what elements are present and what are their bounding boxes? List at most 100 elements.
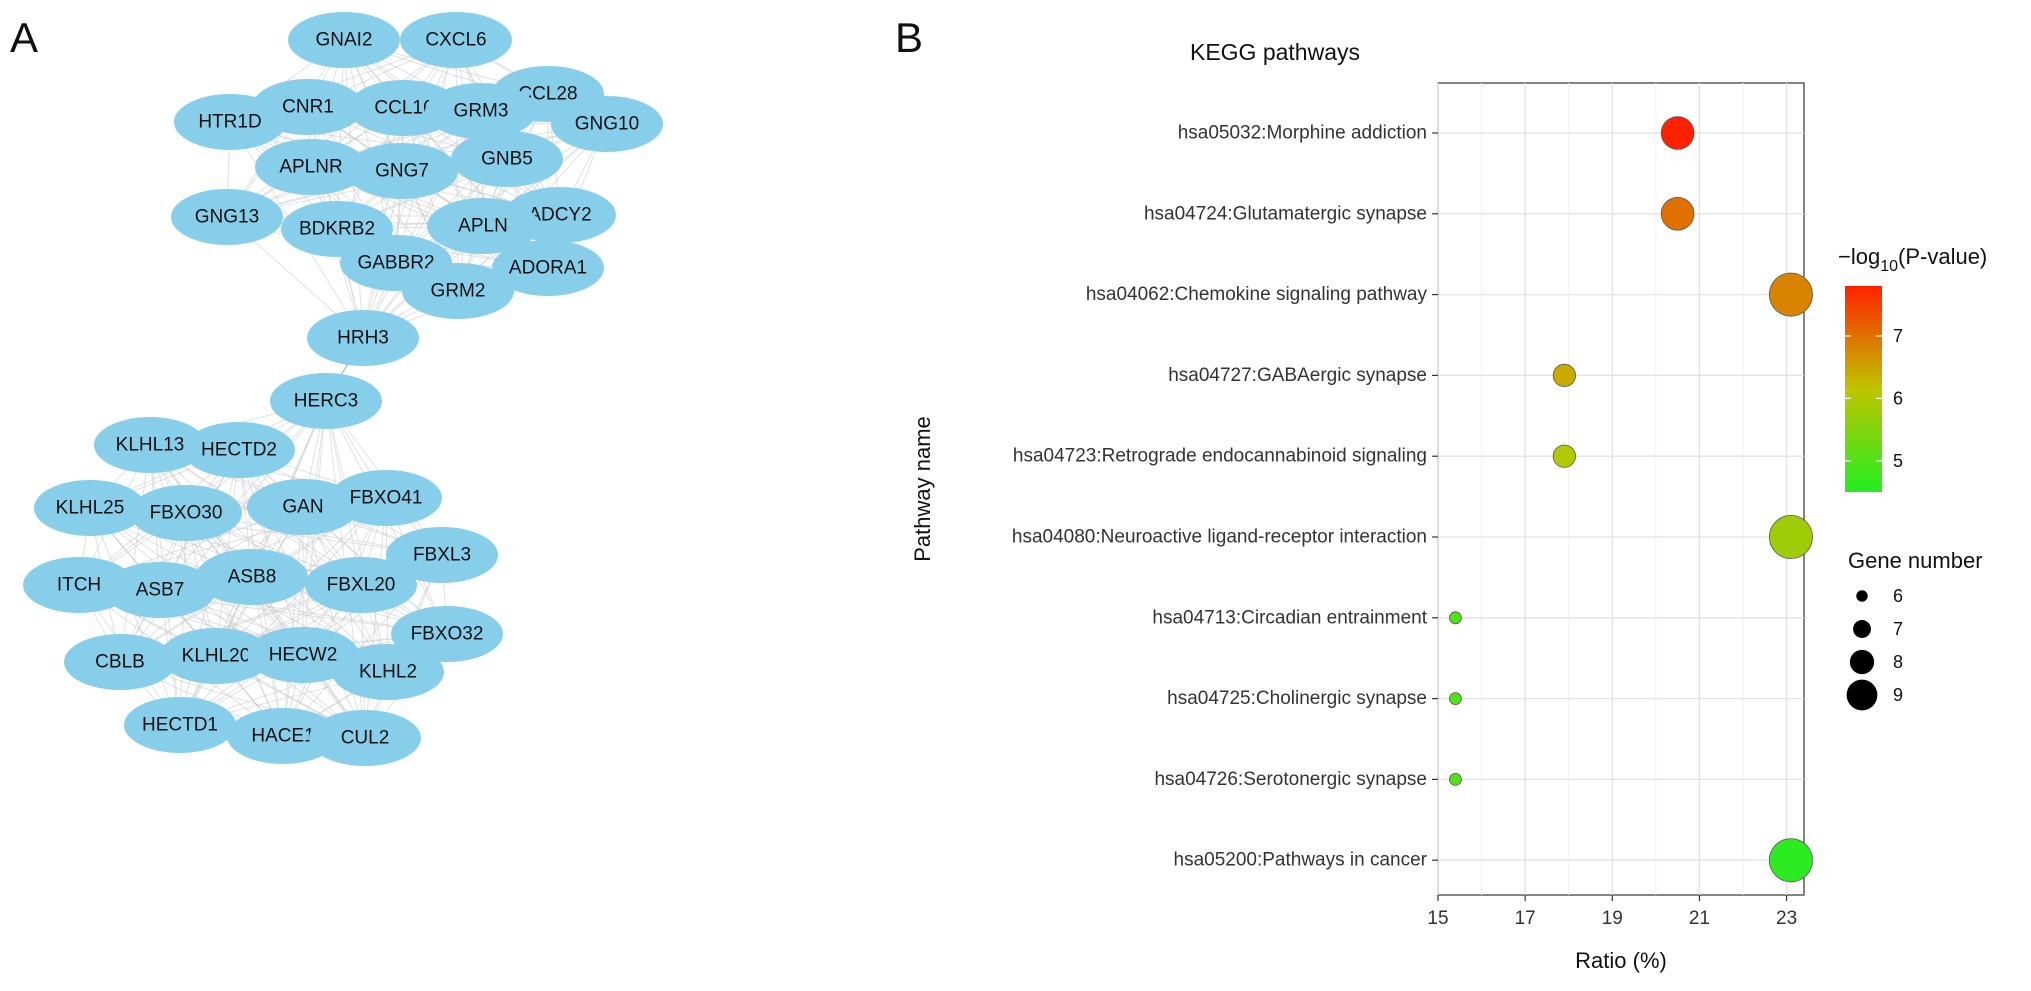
network-node: KLHL2: [332, 644, 444, 700]
node-ellipse: [270, 373, 382, 429]
network-node: HECTD1: [124, 697, 236, 753]
data-point: [1449, 611, 1462, 625]
node-label: ADORA1: [509, 258, 587, 279]
network-edge: [89, 507, 181, 726]
network-node: KLHL20: [160, 628, 272, 684]
data-point: [1768, 838, 1813, 883]
color-bar-label: 5: [1893, 451, 1903, 471]
size-legend-label: 7: [1893, 619, 1903, 639]
network-node: FBXO41: [330, 470, 442, 526]
node-ellipse: [330, 470, 442, 526]
network-node: HRH3: [307, 310, 419, 366]
network-edge: [179, 506, 304, 726]
network-node: HECTD2: [183, 422, 295, 478]
network-node: KLHL25: [34, 480, 146, 536]
network-node: GNG10: [551, 96, 663, 152]
size-legend-title: Gene number: [1848, 548, 1983, 573]
node-label: HTR1D: [198, 112, 261, 133]
node-label: GRM3: [454, 101, 509, 122]
pathway-label: hsa04726:Serotonergic synapse: [1154, 769, 1427, 790]
network-node: FBXL20: [305, 557, 417, 613]
data-point: [1449, 692, 1462, 705]
gridlines: [1437, 83, 1804, 895]
color-legend: −log10(P-value) 5 6 7: [1838, 244, 1987, 492]
size-legend-dot: [1856, 590, 1868, 602]
x-tick-label: 15: [1427, 908, 1448, 929]
node-label: FBXO41: [350, 488, 423, 509]
network-node: GNB5: [451, 131, 563, 187]
data-point: [1660, 197, 1695, 231]
panel-b-letter: B: [895, 14, 923, 61]
color-bar-label: 6: [1893, 388, 1903, 408]
size-legend-dot: [1853, 620, 1871, 638]
node-label: GNG7: [375, 161, 429, 182]
node-ellipse: [94, 417, 206, 473]
node-label: GRM2: [431, 281, 486, 302]
node-label: CCL28: [518, 84, 577, 105]
network-edge: [325, 400, 389, 673]
size-legend-dot: [1849, 649, 1875, 675]
x-tick-label: 23: [1776, 908, 1797, 929]
node-ellipse: [124, 697, 236, 753]
color-bar: [1845, 286, 1882, 492]
node-label: GNAI2: [315, 30, 372, 51]
network-node: FBXO30: [130, 485, 242, 541]
size-legend-label: 9: [1893, 685, 1903, 705]
bubble-plot: hsa05032:Morphine addiction hsa04724:Glut…: [1012, 82, 1813, 929]
pathway-label: hsa04725:Cholinergic synapse: [1167, 688, 1427, 709]
color-bar-ticks: 5 6 7: [1845, 326, 1903, 471]
network-node: ADORA1: [492, 240, 604, 296]
color-legend-title: −log10(P-value): [1838, 244, 1987, 275]
node-label: KLHL2: [359, 662, 417, 683]
node-ellipse: [160, 628, 272, 684]
network-node: GRM3: [425, 83, 537, 139]
data-point: [1768, 272, 1813, 317]
node-label: FBXO30: [150, 503, 223, 524]
network-node: HECW2: [247, 627, 359, 683]
pathway-labels: hsa05032:Morphine addiction hsa04724:Glut…: [1012, 123, 1438, 871]
node-ellipse: [451, 131, 563, 187]
node-ellipse: [288, 12, 400, 68]
node-label: FBXO32: [411, 624, 484, 645]
color-bar-label: 7: [1893, 326, 1903, 346]
size-legend-dot: [1846, 679, 1878, 711]
x-tick-label: 17: [1515, 908, 1536, 929]
x-tick-label: 21: [1689, 908, 1710, 929]
node-label: HECW2: [269, 645, 338, 666]
network-node: CXCL6: [400, 12, 512, 68]
network-node: ASB7: [104, 562, 216, 618]
network-node: HERC3: [270, 373, 382, 429]
network-node: ASB8: [196, 549, 308, 605]
node-ellipse: [227, 708, 339, 764]
x-tick-label: 19: [1602, 908, 1623, 929]
network-node: CUL2: [309, 710, 421, 766]
network-node: APLN: [427, 198, 539, 254]
node-label: HECTD1: [142, 715, 218, 736]
node-label: GNG13: [195, 207, 259, 228]
node-ellipse: [309, 710, 421, 766]
network-edge: [395, 123, 608, 264]
node-label: HACE1: [251, 726, 314, 747]
pathway-label: hsa05032:Morphine addiction: [1178, 123, 1427, 144]
node-label: ADCY2: [528, 205, 591, 226]
node-label: CUL2: [341, 728, 390, 749]
node-label: CXCL6: [425, 30, 486, 51]
data-point: [1552, 363, 1576, 387]
network-node: GNG13: [171, 189, 283, 245]
node-ellipse: [425, 83, 537, 139]
network-node: KLHL13: [94, 417, 206, 473]
node-label: GAN: [282, 497, 323, 518]
node-ellipse: [174, 94, 286, 150]
network-edge: [159, 400, 327, 591]
pathway-label: hsa04062:Chemokine signaling pathway: [1086, 284, 1428, 305]
node-ellipse: [255, 139, 367, 195]
node-label: HERC3: [294, 391, 358, 412]
pathway-label: hsa04724:Glutamatergic synapse: [1144, 203, 1427, 224]
network-node: HTR1D: [174, 94, 286, 150]
node-ellipse: [332, 644, 444, 700]
network-node: GNAI2: [288, 12, 400, 68]
pathway-label: hsa04727:GABAergic synapse: [1168, 365, 1427, 386]
